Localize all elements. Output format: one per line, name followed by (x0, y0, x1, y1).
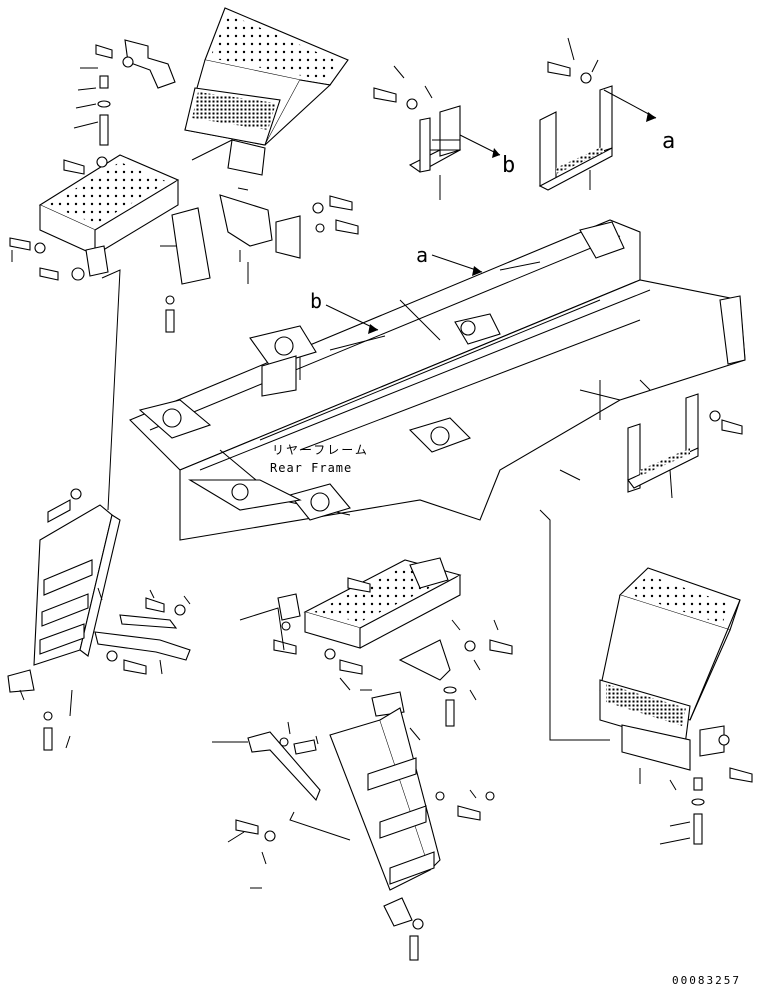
center-right-bracket (398, 619, 513, 727)
upper-left-platform (9, 154, 180, 511)
right-side-step (627, 393, 743, 499)
bracket-b (373, 65, 501, 200)
callout-a-frame: a (416, 243, 428, 267)
center-brackets (160, 187, 359, 333)
center-step-platform (239, 557, 462, 691)
bracket-a (538, 37, 657, 191)
figure-number: 00083257 (672, 974, 741, 987)
rear-frame (129, 219, 746, 541)
top-step-assembly (184, 7, 349, 176)
right-step-assembly (539, 509, 753, 845)
top-left-bracket (73, 39, 176, 146)
left-ladder (7, 488, 121, 751)
callout-b-frame: b (310, 289, 322, 313)
frame-callout-arrows (325, 254, 483, 334)
lower-brace (212, 721, 351, 889)
callout-b-top: b (502, 153, 515, 178)
rear-frame-label-en: Rear Frame (270, 461, 352, 475)
rear-frame-label-jp: リヤーフレーム (272, 443, 369, 457)
center-ladder (329, 689, 495, 961)
left-brace (94, 587, 191, 675)
callout-a-top: a (662, 129, 675, 154)
